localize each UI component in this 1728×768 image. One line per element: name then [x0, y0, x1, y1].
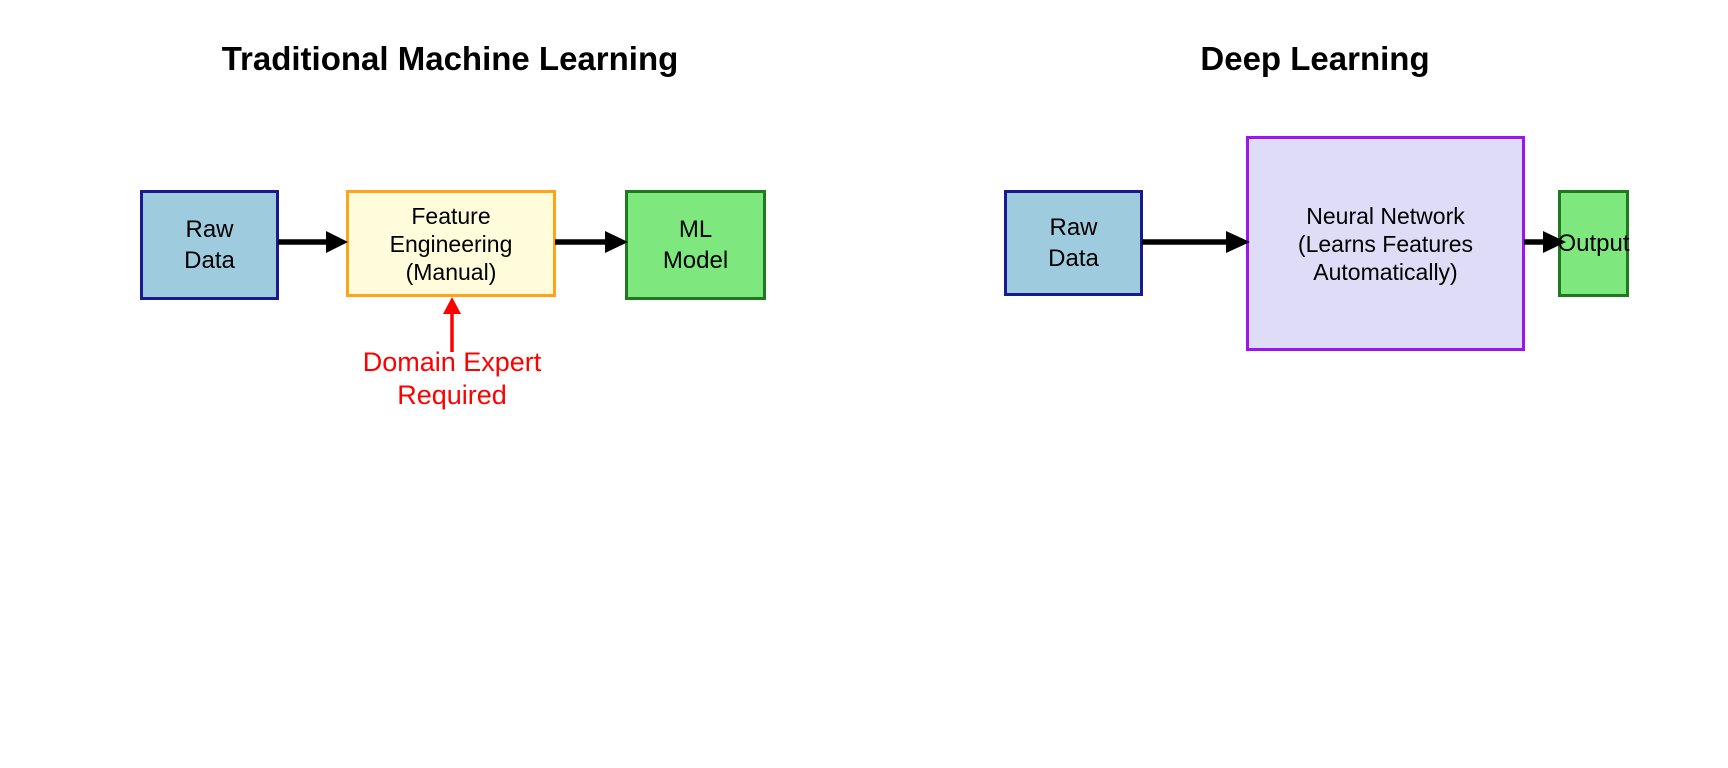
- domain-expert-annotation: Domain Expert Required: [312, 346, 592, 414]
- left-raw-data-box: Raw Data: [140, 190, 279, 300]
- neural-network-label-line3: Automatically): [1313, 258, 1458, 285]
- right-raw-data-label-line1: Raw: [1049, 214, 1098, 241]
- feature-engineering-label-line3: (Manual): [405, 258, 497, 285]
- feature-engineering-label-line1: Feature: [411, 202, 491, 229]
- right-raw-data-box: Raw Data: [1004, 190, 1143, 296]
- ml-model-label-line1: ML: [678, 216, 713, 243]
- right-raw-data-label-line2: Data: [1048, 245, 1099, 272]
- feature-engineering-box: Feature Engineering (Manual): [346, 190, 556, 297]
- output-box: Output: [1557, 190, 1630, 297]
- arrow-feature-engineering-to-ml-model: [555, 231, 628, 253]
- right-panel-title: Deep Learning: [1200, 40, 1430, 77]
- domain-expert-annotation-line2: Required: [397, 380, 507, 410]
- neural-network-box: Neural Network (Learns Features Automati…: [1246, 136, 1525, 351]
- ml-model-box: ML Model: [625, 190, 766, 300]
- feature-engineering-label-line2: Engineering: [389, 230, 513, 257]
- left-panel-title: Traditional Machine Learning: [221, 40, 679, 77]
- left-raw-data-label-line2: Data: [184, 247, 235, 274]
- arrow-domain-expert-to-feature-engineering: [443, 297, 461, 352]
- left-raw-data-label-line1: Raw: [185, 216, 234, 243]
- neural-network-label-line1: Neural Network: [1306, 202, 1465, 229]
- neural-network-label-line2: (Learns Features: [1297, 230, 1474, 257]
- output-label: Output: [1557, 230, 1630, 257]
- arrow-neural-network-to-output: [1524, 231, 1566, 253]
- ml-model-label-line2: Model: [662, 247, 729, 274]
- arrow-right-raw-data-to-neural-network: [1142, 231, 1250, 253]
- arrow-left-raw-data-to-feature-engineering: [278, 231, 348, 253]
